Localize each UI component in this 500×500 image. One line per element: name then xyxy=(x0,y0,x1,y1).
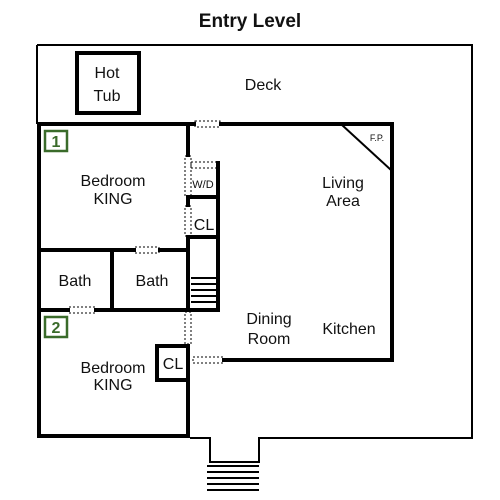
deck-outline xyxy=(37,44,473,463)
door-openings xyxy=(68,120,224,364)
bath1-label: Bath xyxy=(59,273,92,290)
deck-label: Deck xyxy=(245,77,282,94)
bedroom2-badge-number: 2 xyxy=(52,320,61,337)
bedroom2-label-1: Bedroom xyxy=(81,360,146,377)
kitchen-label: Kitchen xyxy=(322,321,375,338)
closet1-label: CL xyxy=(194,217,215,234)
fireplace-diagonal xyxy=(341,124,392,171)
hot-tub-label-1: Hot xyxy=(95,65,120,82)
living-label-1: Living xyxy=(322,175,364,192)
closet2-label: CL xyxy=(163,356,184,373)
bath2-label: Bath xyxy=(136,273,169,290)
hot-tub-label-2: Tub xyxy=(94,88,121,105)
bedroom1-label-1: Bedroom xyxy=(81,173,146,190)
dining-label-1: Dining xyxy=(246,311,291,328)
bedroom1-label-2: KING xyxy=(93,191,132,208)
entry-stairs xyxy=(207,465,259,491)
dining-label-2: Room xyxy=(248,331,291,348)
bedroom1-badge-number: 1 xyxy=(52,134,61,151)
house-walls xyxy=(37,122,394,438)
living-label-2: Area xyxy=(326,193,360,210)
page-title: Entry Level xyxy=(199,11,301,32)
interior-stairs xyxy=(191,277,216,303)
bedroom2-label-2: KING xyxy=(93,377,132,394)
fireplace-label: F.P. xyxy=(370,133,384,143)
bedroom1-badge xyxy=(43,129,69,153)
washer-dryer-label: W/D xyxy=(192,179,213,191)
bedroom2-badge xyxy=(43,315,69,339)
hot-tub xyxy=(75,51,141,115)
